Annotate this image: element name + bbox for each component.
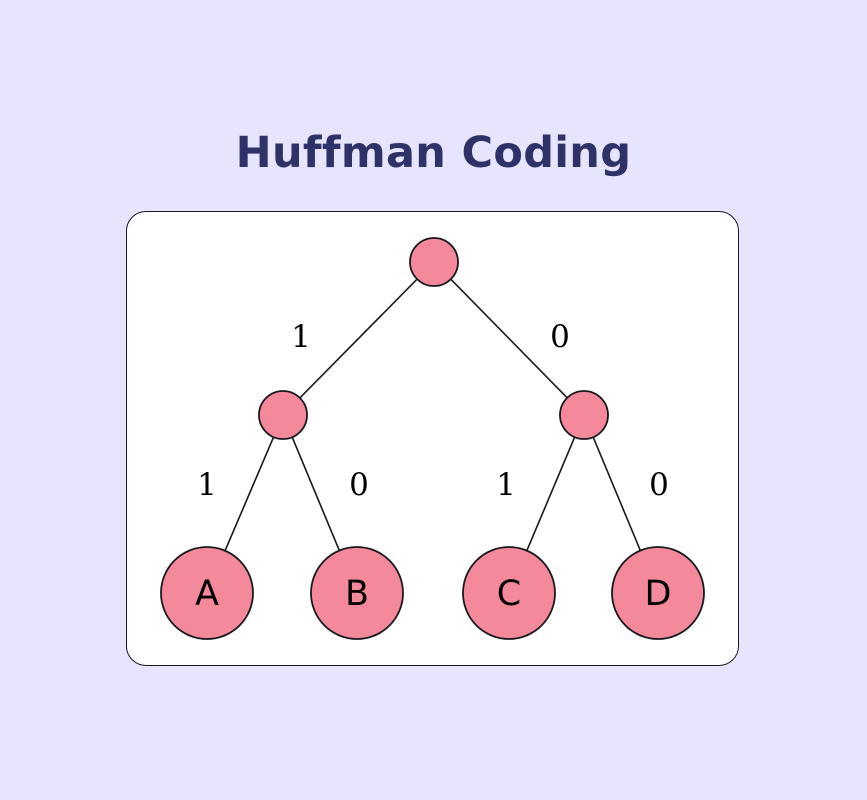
huffman-tree-diagram: A B C D 1 0 1 0 1 0 bbox=[160, 237, 705, 640]
tree-node-leafB[interactable] bbox=[310, 546, 404, 640]
tree-edge-n2-leafC bbox=[526, 436, 576, 551]
tree-nodes: A B C D bbox=[160, 237, 705, 640]
tree-node-label-leafA: A bbox=[195, 574, 219, 614]
tree-node-n1[interactable] bbox=[258, 390, 308, 440]
tree-node-leafD[interactable] bbox=[611, 546, 705, 640]
edge-labels: 1 0 1 0 1 0 bbox=[197, 319, 669, 503]
tree-node-leafC[interactable] bbox=[462, 546, 556, 640]
edge-label-n2-leafC: 1 bbox=[496, 467, 516, 503]
tree-node-label-leafB: B bbox=[345, 574, 369, 614]
tree-edges bbox=[224, 278, 642, 552]
tree-edge-n2-leafD bbox=[592, 436, 642, 551]
tree-node-label-leafC: C bbox=[497, 574, 521, 614]
tree-node-label-leafD: D bbox=[645, 574, 672, 614]
edge-label-n1-leafB: 0 bbox=[349, 467, 369, 503]
tree-node-root[interactable] bbox=[409, 237, 459, 287]
tree-edge-root-n1 bbox=[299, 278, 418, 399]
tree-edge-root-n2 bbox=[450, 278, 568, 399]
page-title: Huffman Coding bbox=[235, 128, 632, 178]
edge-label-root-n1: 1 bbox=[291, 319, 311, 355]
tree-edge-n1-leafA bbox=[224, 436, 275, 552]
tree-node-leafA[interactable] bbox=[160, 546, 254, 640]
tree-edge-n1-leafB bbox=[291, 436, 341, 551]
edge-label-n1-leafA: 1 bbox=[197, 467, 217, 503]
edge-label-root-n2: 0 bbox=[550, 319, 570, 355]
tree-node-n2[interactable] bbox=[559, 390, 609, 440]
edge-label-n2-leafD: 0 bbox=[649, 467, 669, 503]
